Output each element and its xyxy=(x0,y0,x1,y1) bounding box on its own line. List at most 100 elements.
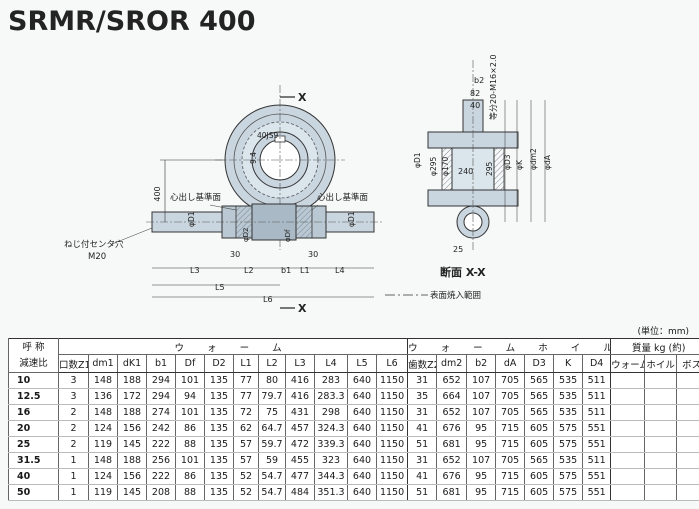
table-cell xyxy=(610,436,645,453)
table-cell: 107 xyxy=(466,372,496,389)
table-cell: 274 xyxy=(146,404,176,421)
ratio-cell: 40 xyxy=(8,468,59,485)
table-cell: 242 xyxy=(146,420,176,437)
table-cell: 323 xyxy=(314,452,348,469)
holes-spec: 等分20-M16×2.0 xyxy=(488,54,498,120)
table-cell: 640 xyxy=(347,452,377,469)
table-cell: 294 xyxy=(146,388,176,405)
table-cell: 605 xyxy=(524,436,554,453)
table-cell: 1150 xyxy=(375,404,408,421)
table-cell: 705 xyxy=(495,372,525,389)
center-hole-size: M20 xyxy=(88,252,106,262)
header-ratio-top: 呼 称 xyxy=(22,341,45,353)
table-cell: 2 xyxy=(58,420,89,437)
table-cell: 52 xyxy=(233,484,259,501)
section-view xyxy=(427,60,519,250)
side-D1: φD1 xyxy=(413,152,422,168)
table-cell: 1 xyxy=(58,452,89,469)
table-cell: 457 xyxy=(285,420,315,437)
table-cell: 455 xyxy=(285,452,315,469)
table-cell: 188 xyxy=(117,372,147,389)
section-title: 断面 X-X xyxy=(440,265,486,279)
col-header: b1 xyxy=(146,354,176,373)
dim-170: φ170 xyxy=(441,157,450,176)
side-dm2: φdm2 xyxy=(529,148,538,170)
dim-30-left: 30 xyxy=(230,250,240,259)
dim-25: 25 xyxy=(453,245,463,254)
section-mark-bottom: X xyxy=(298,302,307,315)
table-cell: 705 xyxy=(495,388,525,405)
table-cell xyxy=(610,484,645,501)
table-cell: 640 xyxy=(347,468,377,485)
table-cell: 135 xyxy=(204,484,234,501)
table-cell: 511 xyxy=(582,388,611,405)
table-cell: 156 xyxy=(117,468,147,485)
table-cell: 148 xyxy=(88,404,118,421)
table-cell: 51 xyxy=(407,436,437,453)
table-cell: 1 xyxy=(58,468,89,485)
table-cell: 135 xyxy=(204,468,234,485)
table-cell xyxy=(676,436,699,453)
side-dA: φdA xyxy=(543,154,552,170)
table-cell: 135 xyxy=(204,372,234,389)
keyway-depth: 9.4 xyxy=(249,152,258,164)
table-cell: 652 xyxy=(436,404,467,421)
table-cell: 135 xyxy=(204,404,234,421)
table-cell: 59.7 xyxy=(258,436,286,453)
table-cell: 1150 xyxy=(375,468,408,485)
dim-b1: b1 xyxy=(281,266,291,275)
table-cell: 605 xyxy=(524,468,554,485)
table-cell: 565 xyxy=(524,372,554,389)
table-cell: 101 xyxy=(175,372,205,389)
header-mass: 質量 kg (約) xyxy=(610,338,699,355)
table-cell: 351.3 xyxy=(314,484,348,501)
center-hole-label: ねじ付センタ穴 xyxy=(64,239,124,250)
table-cell: 75 xyxy=(258,404,286,421)
table-cell: 3 xyxy=(58,388,89,405)
table-cell: 715 xyxy=(495,484,525,501)
table-cell: 2 xyxy=(58,404,89,421)
table-cell: 41 xyxy=(407,468,437,485)
worm-wheel-front xyxy=(215,85,345,250)
table-cell: 35 xyxy=(407,388,437,405)
col-header: Df xyxy=(175,354,205,373)
table-cell: 222 xyxy=(146,468,176,485)
table-cell: 1150 xyxy=(375,484,408,501)
dim-240: 240 xyxy=(458,167,473,176)
table-cell: 94 xyxy=(175,388,205,405)
dim-D1-right: φD1 xyxy=(347,211,356,227)
table-cell xyxy=(676,468,699,485)
table-cell: 344.3 xyxy=(314,468,348,485)
table-cell xyxy=(644,404,677,421)
table-cell: 119 xyxy=(88,484,118,501)
col-header: dm1 xyxy=(88,354,118,373)
table-cell: 715 xyxy=(495,468,525,485)
dim-295: φ295 xyxy=(429,157,438,176)
table-cell: 57 xyxy=(233,452,259,469)
table-cell: 551 xyxy=(582,468,611,485)
table-cell: 51 xyxy=(407,484,437,501)
unit-note: (単位：mm) xyxy=(637,327,689,337)
table-cell: 484 xyxy=(285,484,315,501)
table-cell: 551 xyxy=(582,484,611,501)
table-cell xyxy=(644,420,677,437)
table-cell xyxy=(610,420,645,437)
table-cell: 101 xyxy=(175,404,205,421)
table-cell: 640 xyxy=(347,420,377,437)
table-cell: 472 xyxy=(285,436,315,453)
table-cell: 640 xyxy=(347,388,377,405)
page-title: SRMR/SROR 400 xyxy=(8,6,256,37)
dim-Df: φDf xyxy=(284,229,292,242)
table-cell: 535 xyxy=(553,404,583,421)
legend-hardened: 表面焼入範囲 xyxy=(430,290,481,301)
table-cell: 101 xyxy=(175,452,205,469)
table-cell: 1 xyxy=(58,484,89,501)
table-cell: 95 xyxy=(466,484,496,501)
spec-table: 呼 称 減速比 ウ ォ ー ム ウ ォ ー ム ホ イ ル 質量 kg (約) … xyxy=(8,338,699,501)
table-cell xyxy=(676,484,699,501)
table-cell: 31 xyxy=(407,372,437,389)
dim-30-right: 30 xyxy=(308,250,318,259)
